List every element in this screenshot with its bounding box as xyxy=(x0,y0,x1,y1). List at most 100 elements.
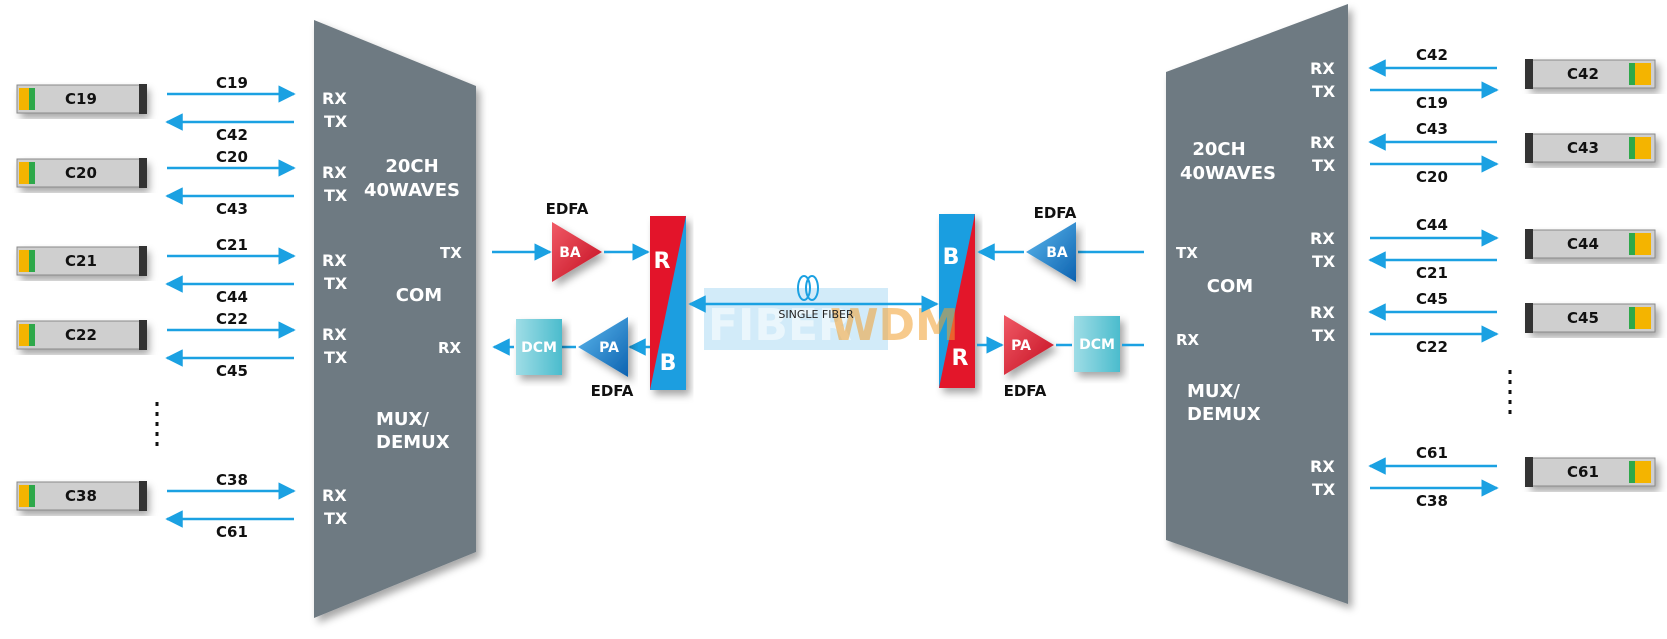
right-bottom-label: C21 xyxy=(1416,264,1448,282)
right-mux-title-1: 20CH xyxy=(1192,139,1245,160)
left-out-label: C20 xyxy=(216,148,248,166)
left-dcm-label: DCM xyxy=(521,340,557,356)
left-transceiver-c19-label: C19 xyxy=(65,90,97,108)
right-ba-label: BA xyxy=(1046,245,1068,261)
right-mux-com-rx: RX xyxy=(1176,331,1200,349)
left-ba-label: BA xyxy=(559,245,581,261)
left-channels: C19C19C42RXTXC20C20C43RXTXC21C21C44RXTXC… xyxy=(16,74,348,541)
left-pa-label: PA xyxy=(599,340,619,356)
left-dcm-module xyxy=(516,319,562,375)
right-top-label: C43 xyxy=(1416,120,1448,138)
right-pa-label: PA xyxy=(1011,338,1031,354)
right-transceiver-c44-label: C44 xyxy=(1567,235,1599,253)
left-transceiver-c22-label: C22 xyxy=(65,326,97,344)
right-transceiver-c43: C43 xyxy=(1525,133,1656,163)
left-amplifier-chain: BA EDFA PA EDFA DCM xyxy=(492,200,650,400)
left-mux-com-rx: RX xyxy=(438,339,462,357)
left-rb-filter: R B xyxy=(650,216,686,390)
left-out-label: C22 xyxy=(216,310,248,328)
right-br-filter: B R xyxy=(939,214,975,388)
left-transceiver-c38: C38 xyxy=(16,481,147,511)
right-top-label: C45 xyxy=(1416,290,1448,308)
left-port-rx: RX xyxy=(322,89,347,108)
right-transceiver-c61-label: C61 xyxy=(1567,463,1599,481)
left-transceiver-c20-label: C20 xyxy=(65,164,97,182)
right-port-rx: RX xyxy=(1310,457,1335,476)
right-port-tx: TX xyxy=(1312,82,1336,101)
left-port-tx: TX xyxy=(324,112,348,131)
right-mux-com-tx: TX xyxy=(1176,244,1198,262)
left-port-rx: RX xyxy=(322,486,347,505)
left-transceiver-c21: C21 xyxy=(16,246,147,276)
right-filter-b: B xyxy=(943,245,960,270)
left-transceiver-c19-body xyxy=(16,84,146,114)
left-filter-r: R xyxy=(654,249,671,274)
right-port-rx: RX xyxy=(1310,59,1335,78)
left-transceiver-c21-body xyxy=(16,246,146,276)
left-transceiver-c22: C22 xyxy=(16,320,147,350)
right-port-rx: RX xyxy=(1310,229,1335,248)
left-out-label: C21 xyxy=(216,236,248,254)
right-bottom-label: C20 xyxy=(1416,168,1448,186)
right-ba-amplifier xyxy=(1026,222,1076,282)
right-mux-body xyxy=(1166,4,1348,604)
left-pa-edfa-label: EDFA xyxy=(591,382,634,400)
left-transceiver-c22-body xyxy=(16,320,146,350)
single-fiber-link: FIBER WDM SINGLE FIBER xyxy=(688,275,959,351)
left-in-label: C61 xyxy=(216,523,248,541)
left-mux-demux: 20CH 40WAVES COM MUX/ DEMUX TX RX xyxy=(314,20,476,618)
left-mux-title-2: 40WAVES xyxy=(364,180,460,201)
left-in-label: C43 xyxy=(216,200,248,218)
right-transceiver-c43-label: C43 xyxy=(1567,139,1599,157)
right-port-tx: TX xyxy=(1312,326,1336,345)
right-pa-amplifier xyxy=(1004,315,1054,375)
right-top-label: C42 xyxy=(1416,46,1448,64)
right-port-tx: TX xyxy=(1312,156,1336,175)
left-mux-bottom-2: DEMUX xyxy=(376,432,450,453)
right-mux-title-2: 40WAVES xyxy=(1180,163,1276,184)
left-transceiver-c20: C20 xyxy=(16,158,147,188)
right-mux-bottom-1: MUX/ xyxy=(1187,381,1240,402)
right-filter-r: R xyxy=(952,346,969,371)
left-out-label: C19 xyxy=(216,74,248,92)
left-mux-com: COM xyxy=(396,285,442,306)
left-port-rx: RX xyxy=(322,251,347,270)
fiber-coil-icon xyxy=(797,275,819,301)
left-filter-b: B xyxy=(660,351,677,376)
left-port-rx: RX xyxy=(322,325,347,344)
right-port-rx: RX xyxy=(1310,133,1335,152)
right-bottom-label: C22 xyxy=(1416,338,1448,356)
right-transceiver-c44: C44 xyxy=(1525,229,1656,259)
left-mux-com-tx: TX xyxy=(440,244,462,262)
right-bottom-label: C38 xyxy=(1416,492,1448,510)
left-transceiver-c19: C19 xyxy=(16,84,147,114)
left-port-tx: TX xyxy=(324,348,348,367)
left-in-label: C45 xyxy=(216,362,248,380)
right-port-rx: RX xyxy=(1310,303,1335,322)
left-ba-edfa-label: EDFA xyxy=(546,200,589,218)
right-dcm-label: DCM xyxy=(1079,337,1115,353)
right-port-tx: TX xyxy=(1312,480,1336,499)
left-transceiver-c38-label: C38 xyxy=(65,487,97,505)
right-transceiver-c45-label: C45 xyxy=(1567,309,1599,327)
left-transceiver-c38-body xyxy=(16,481,146,511)
right-port-tx: TX xyxy=(1312,252,1336,271)
left-transceiver-c21-label: C21 xyxy=(65,252,97,270)
right-mux-demux: 20CH 40WAVES COM MUX/ DEMUX TX RX xyxy=(1166,4,1348,604)
left-in-label: C42 xyxy=(216,126,248,144)
left-mux-bottom-1: MUX/ xyxy=(376,409,429,430)
left-ba-amplifier xyxy=(552,222,602,282)
left-in-label: C44 xyxy=(216,288,248,306)
left-port-tx: TX xyxy=(324,509,348,528)
right-channels: C42C42C19RXTXC43C43C20RXTXC44C44C21RXTXC… xyxy=(1310,46,1656,510)
right-top-label: C44 xyxy=(1416,216,1448,234)
right-mux-com: COM xyxy=(1207,276,1253,297)
